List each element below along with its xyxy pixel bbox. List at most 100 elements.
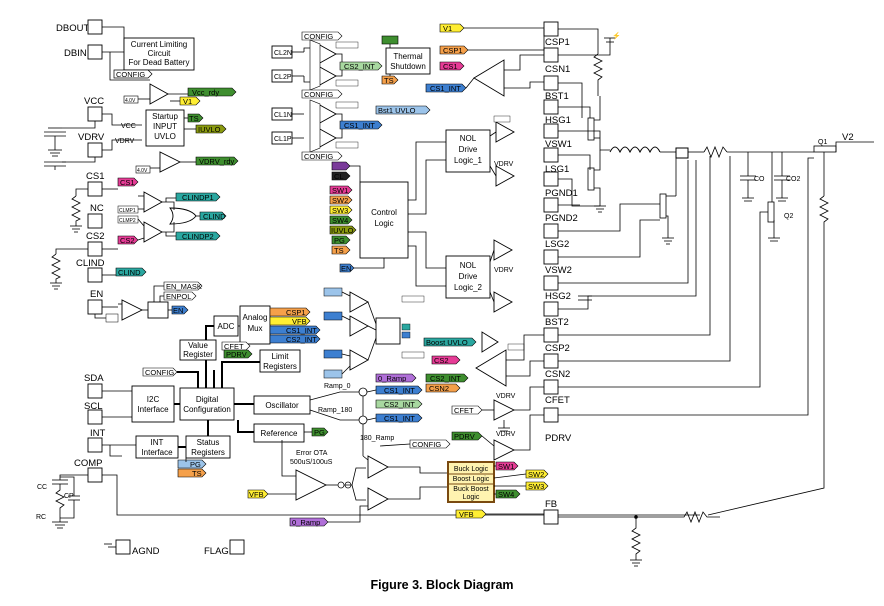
pin-pdrv-label: PDRV: [545, 433, 572, 444]
tag-ts-left: TS: [189, 114, 199, 123]
pin-fb: [543, 509, 559, 525]
tag-cs2int-sense: CS2_INT: [430, 374, 461, 383]
tag-ts-status: TS: [192, 469, 202, 478]
nol2-line3: Logic_2: [454, 283, 483, 292]
tag-v1-left: V1: [183, 97, 192, 106]
tag-vfb-fb: VFB: [459, 510, 474, 519]
pin-bst2-label: BST2: [545, 317, 569, 328]
pin-lsg2: [543, 223, 559, 239]
tag-pg-status: PG: [190, 460, 201, 469]
pin-vdrv: [87, 142, 103, 158]
pin-pdrv: [543, 407, 559, 423]
power-stage: ⚡: [558, 28, 874, 567]
limit-reg-line1: Limit: [272, 352, 290, 361]
tag-cl1p: CL1P: [274, 136, 292, 143]
pin-pgnd2: [543, 197, 559, 213]
tag-clindp2: CLINDP2: [182, 232, 214, 241]
vdrv-cfet: VDRV: [496, 393, 516, 400]
tag-cs1int-ramp: CS1_INT: [384, 386, 415, 395]
mux-line2: Mux: [247, 324, 262, 333]
thermal-shutdown: Thermal Shutdown TS: [381, 35, 431, 85]
figure-caption: Figure 3. Block Diagram: [370, 578, 513, 592]
pin-cfet: [543, 379, 559, 395]
tag-pg-ref: PG: [314, 428, 325, 437]
pin-clind: [87, 267, 103, 283]
pin-csp2-label: CSP2: [545, 343, 570, 354]
pin-pgnd2-label: PGND2: [545, 213, 578, 224]
tag-ts-ctrl: TS: [334, 246, 344, 255]
pin-scl: [87, 409, 103, 425]
tag-cfet-right: CFET: [454, 406, 474, 415]
pin-flag-label: FLAG: [204, 546, 229, 557]
tag-clindp1: CLINDP1: [182, 193, 214, 202]
bb-logic-line2: Logic: [463, 494, 480, 501]
error-ota: CONFIG Error OTA 500uS/100uS VFB 0_Ramp: [247, 439, 451, 527]
buck-boost-logic: Buck Logic Boost Logic Buck Boost Logic …: [447, 461, 549, 519]
svg-text:4.0V: 4.0V: [125, 98, 136, 104]
digital-section: CONFIG I2C Interface Digital Configurati…: [131, 305, 329, 478]
pin-cfet-label: CFET: [545, 395, 570, 406]
tag-cs2int-mux: CS2_INT: [286, 335, 317, 344]
digital-line2: Configuration: [183, 405, 231, 414]
ota-gain-label: 500uS/100uS: [290, 459, 333, 466]
tag-0-ramp-top: 0_Ramp: [378, 374, 406, 383]
pin-csp2: [543, 327, 559, 343]
tag-vcc-rdy: Vcc_rdy: [192, 88, 219, 97]
left-wiring: [44, 26, 700, 548]
pin-sda-label: SDA: [84, 373, 104, 384]
pin-vcc: [87, 106, 103, 122]
tag-cs2int-top: CS2_INT: [344, 62, 375, 71]
thermal-line1: Thermal: [393, 52, 423, 61]
tag-sw4-logic: SW4: [498, 490, 514, 499]
tag-sw2-logic: SW2: [528, 470, 544, 479]
pin-bst1-label: BST1: [545, 91, 569, 102]
tag-en-ctrl: EN: [341, 264, 351, 273]
current-limit-line1: Current Limiting: [131, 40, 187, 49]
current-limit-block: Current Limiting Circuit For Dead Batter…: [123, 37, 195, 71]
tag-config-ota: CONFIG: [412, 440, 441, 449]
vdrv-rdy-comparator: 4.0V VDRV_rdy: [135, 151, 239, 174]
tag-cl1n: CL1N: [274, 112, 292, 119]
q2-label: Q2: [784, 213, 793, 220]
pin-clind-label: CLIND: [76, 258, 105, 269]
pin-vdrv-label: VDRV: [78, 132, 105, 143]
pin-cs1: [87, 181, 103, 197]
v2-label: V2: [842, 132, 854, 143]
boost-logic-label: Boost Logic: [453, 476, 490, 483]
right-pins: CSP1 CSN1 BST1 HSG1 VSW1 LSG1 PGND1 PGND…: [543, 21, 578, 525]
pin-comp: [87, 467, 103, 483]
status-line1: Status: [197, 438, 220, 447]
pin-csn1-label: CSN1: [545, 64, 570, 75]
value-reg-line2: Register: [183, 350, 213, 359]
ramp-180-tag: 180_Ramp: [360, 435, 394, 442]
current-limit-line2: Circuit: [148, 49, 171, 58]
pg-comparators: [323, 287, 425, 379]
pin-int: [87, 437, 103, 453]
int-iface-line1: INT: [151, 438, 164, 447]
thermal-line2: Shutdown: [390, 62, 426, 71]
reference-label: Reference: [261, 429, 298, 438]
svg-text:CONFIG: CONFIG: [116, 70, 145, 79]
pin-cs2: [87, 241, 103, 257]
tag-iuvlo-left: IUVLO: [198, 125, 221, 134]
tag-cl: CL: [334, 172, 344, 181]
tag-config-cl1b: CONFIG: [304, 152, 333, 161]
pin-scl-label: SCL: [84, 401, 102, 412]
left-pins: DBOUT DBIN VCC VDRV CS1 NC CS2 CLIND EN …: [56, 19, 245, 557]
pin-dbin-label: DBIN: [64, 48, 87, 59]
nol1-line1: NOL: [460, 134, 477, 143]
pin-vsw1-label: VSW1: [545, 139, 572, 150]
tag-cs1-left: CS1: [120, 178, 135, 187]
tag-cs1int-ramp2: CS1_INT: [384, 414, 415, 423]
pin-sda: [87, 383, 103, 399]
startup-line3: UVLO: [154, 132, 176, 141]
i2c-line2: Interface: [137, 405, 169, 414]
pin-dbout-label: DBOUT: [56, 23, 89, 34]
cp-label: CP: [64, 493, 74, 500]
vcc-wire-label: VCC: [121, 123, 136, 130]
nol1-line2: Drive: [459, 145, 478, 154]
vcc-rdy-comparator: 4.0V Vcc_rdy V1: [123, 83, 237, 106]
pin-dbin: [87, 44, 103, 60]
tag-en-out: EN: [173, 306, 183, 315]
